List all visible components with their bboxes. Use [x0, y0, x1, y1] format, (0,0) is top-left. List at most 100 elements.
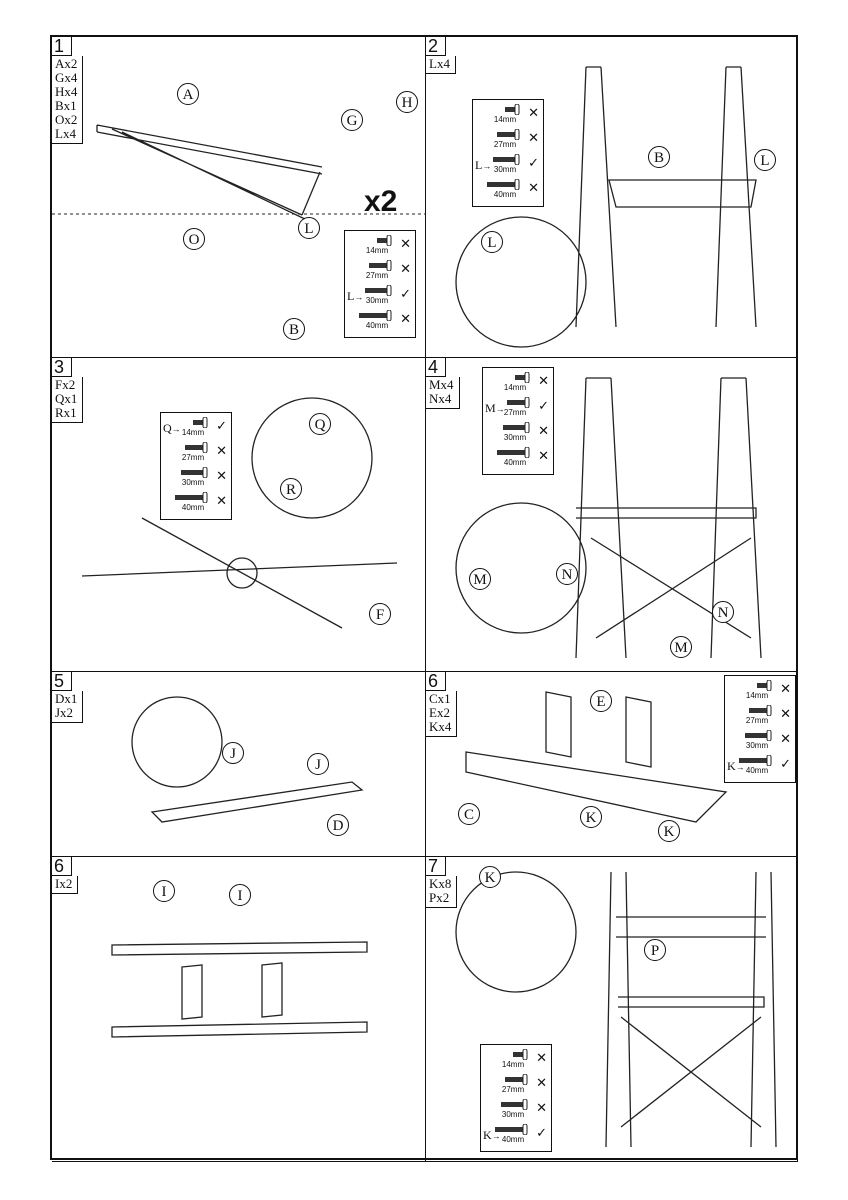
cross-icon: ✕: [216, 469, 227, 484]
screw-icon: [377, 235, 392, 246]
screw-legend-row: 30mm✓L→: [473, 153, 543, 178]
part-callout: E: [590, 690, 612, 712]
selected-part-arrow: M→: [485, 401, 505, 416]
screw-size-legend: 14mm✕27mm✕30mm✕40mm✓K→: [480, 1044, 552, 1152]
screw-icon: [739, 755, 772, 766]
screw-legend-row: 27mm✕: [725, 704, 795, 729]
screw-size-label: 40mm: [745, 766, 769, 775]
assembly-illustration: [52, 124, 426, 221]
cross-icon: ✕: [536, 1051, 547, 1066]
cross-icon: ✕: [536, 1076, 547, 1091]
screw-icon: [501, 1099, 528, 1110]
screw-legend-row: 14mm✕: [345, 234, 415, 259]
screw-size-legend: 14mm✕27mm✕30mm✓L→40mm✕: [472, 99, 544, 207]
check-icon: ✓: [536, 1126, 547, 1141]
part-callout: L: [298, 217, 320, 239]
part-callout: J: [222, 742, 244, 764]
parts-list-item: Bx1: [55, 98, 77, 113]
screw-size-label: 14mm: [503, 383, 527, 392]
quantity-multiplier: x2: [364, 185, 398, 218]
screw-size-label: 27mm: [493, 140, 517, 149]
step-number: 6: [426, 672, 446, 691]
screw-legend-row: 14mm✕: [481, 1048, 551, 1073]
screw-icon: [193, 417, 208, 428]
selected-part-arrow: K→: [483, 1128, 501, 1143]
part-callout: I: [153, 880, 175, 902]
part-callout: G: [341, 109, 363, 131]
parts-list-item: Fx2: [55, 377, 76, 392]
screw-icon: [495, 1124, 528, 1135]
part-callout: C: [458, 803, 480, 825]
check-icon: ✓: [780, 757, 791, 772]
parts-list-item: Lx4: [55, 126, 76, 141]
parts-list-item: Ox2: [55, 112, 78, 127]
part-callout: B: [648, 146, 670, 168]
screw-legend-row: 30mm✕: [481, 1098, 551, 1123]
screw-legend-row: 14mm ✕: [483, 371, 553, 396]
screw-icon: [365, 285, 392, 296]
selected-part-letter: M: [485, 401, 496, 415]
cross-icon: ✕: [528, 181, 539, 196]
parts-list-item: Px2: [429, 890, 450, 905]
screw-size-label: 27mm: [365, 271, 389, 280]
screw-icon: [493, 154, 520, 165]
part-callout: N: [556, 563, 578, 585]
assembly-illustration: [455, 871, 777, 1148]
selected-part-arrow: L→: [347, 289, 363, 304]
parts-list-item: Nx4: [429, 391, 452, 406]
parts-list-item: Hx4: [55, 84, 78, 99]
part-callout: F: [369, 603, 391, 625]
parts-list-item: Jx2: [55, 705, 74, 720]
cross-icon: ✕: [538, 374, 549, 389]
screw-icon: [749, 705, 772, 716]
selected-part-arrow: K→: [727, 759, 745, 774]
cross-icon: ✕: [538, 449, 549, 464]
cross-icon: ✕: [780, 707, 791, 722]
part-callout: L: [754, 149, 776, 171]
parts-list-item: Rx1: [55, 405, 77, 420]
screw-size-legend: 14mm✕27mm✓M→30mm✕40mm✕: [482, 367, 554, 475]
step-number: 5: [52, 672, 72, 691]
cross-icon: ✕: [536, 1101, 547, 1116]
cross-icon: ✕: [400, 262, 411, 277]
arrow-right-icon: →: [735, 762, 745, 772]
part-callout: M: [469, 568, 491, 590]
screw-legend-row: 27mm ✕: [345, 259, 415, 284]
screw-legend-row: 40mm✕: [345, 309, 415, 334]
assembly-illustration: [455, 66, 757, 348]
parts-list-item: Gx4: [55, 70, 78, 85]
screw-size-label: 40mm: [365, 321, 389, 330]
screw-size-label: 27mm: [503, 408, 527, 417]
part-callout: H: [396, 91, 418, 113]
screw-size-label: 30mm: [181, 478, 205, 487]
screw-size-label: 40mm: [493, 190, 517, 199]
screw-legend-row: 27mm✕: [481, 1073, 551, 1098]
screw-icon: [757, 680, 772, 691]
screw-size-label: 30mm: [493, 165, 517, 174]
screw-legend-row: 27mm✕: [161, 441, 231, 466]
part-callout: N: [712, 601, 734, 623]
screw-icon: [181, 467, 208, 478]
part-callout: J: [307, 753, 329, 775]
screw-legend-row: 14mm✕: [725, 679, 795, 704]
cross-icon: ✕: [216, 494, 227, 509]
screw-icon: [359, 310, 392, 321]
arrow-right-icon: →: [495, 404, 505, 414]
parts-list-item: Qx1: [55, 391, 78, 406]
part-callout: A: [177, 83, 199, 105]
part-callout: P: [644, 939, 666, 961]
step-number: 7: [426, 857, 446, 876]
screw-icon: [505, 1074, 528, 1085]
screw-legend-row: 30mm✕: [725, 729, 795, 754]
parts-list: Ix2: [52, 876, 79, 894]
